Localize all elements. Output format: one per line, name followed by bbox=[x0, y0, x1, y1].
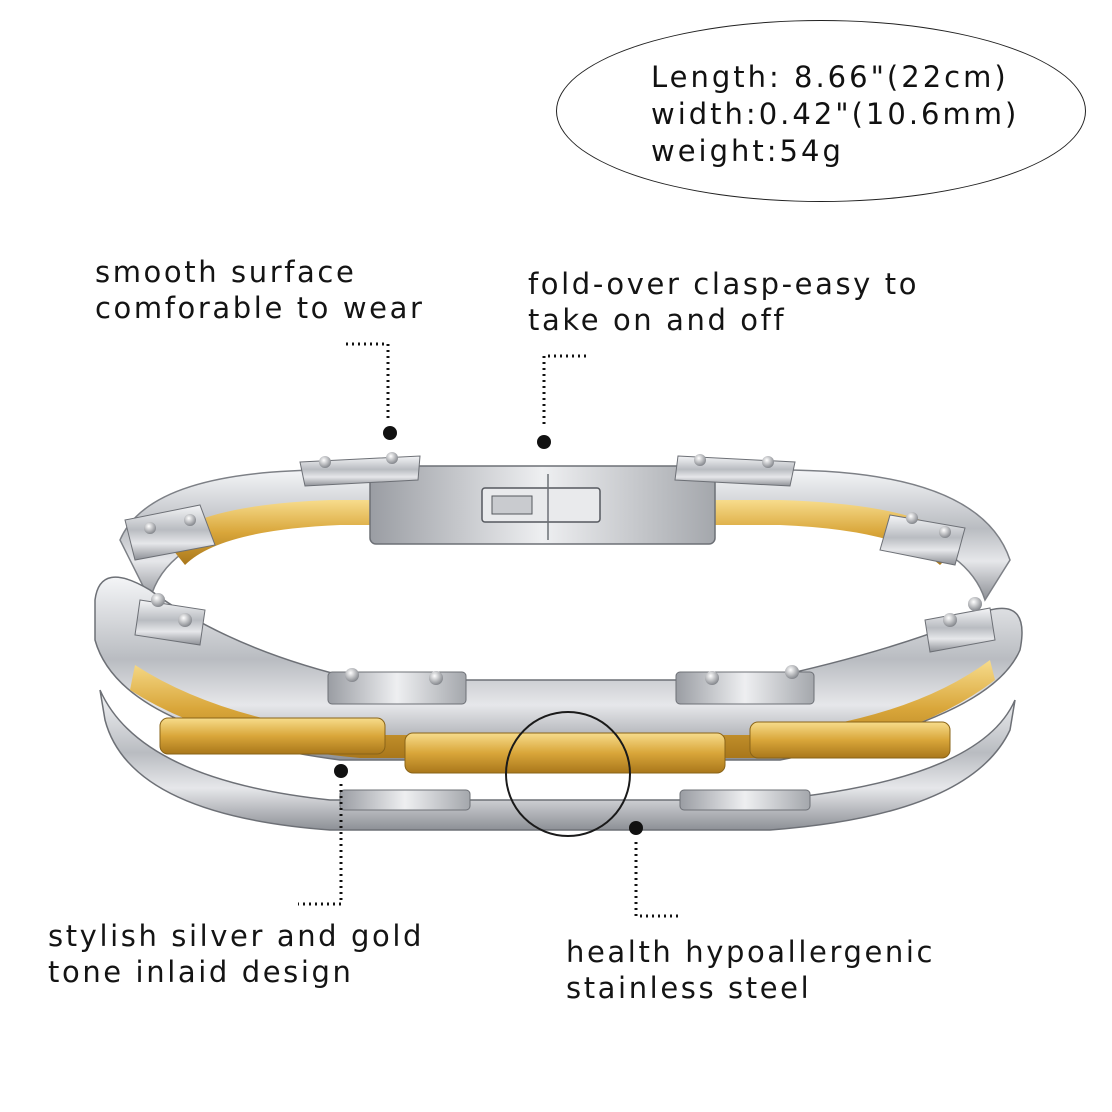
callout-surface-line1: smooth surface bbox=[95, 255, 357, 289]
callout-leaders bbox=[298, 342, 680, 918]
spec-width: width:0.42"(10.6mm) bbox=[651, 97, 1020, 131]
bracelet-back-links bbox=[124, 452, 966, 566]
spec-weight: weight:54g bbox=[651, 134, 844, 168]
bracelet-front-links bbox=[134, 593, 996, 811]
spec-ellipse: Length: 8.66"(22cm) width:0.42"(10.6mm) … bbox=[556, 20, 1086, 202]
bracelet-back-band bbox=[119, 465, 1011, 603]
callout-surface-line2: comforable to wear bbox=[95, 291, 425, 325]
callout-clasp-line1: fold-over clasp-easy to bbox=[528, 267, 920, 301]
spec-length: Length: 8.66"(22cm) bbox=[651, 60, 1009, 94]
callout-clasp-line2: take on and off bbox=[528, 303, 787, 337]
callout-design-line1: stylish silver and gold bbox=[48, 919, 425, 953]
callout-steel-line1: health hypoallergenic bbox=[566, 935, 936, 969]
bracelet-front-band bbox=[94, 576, 1023, 831]
callout-design-line2: tone inlaid design bbox=[48, 955, 354, 989]
callout-steel-line2: stainless steel bbox=[566, 971, 812, 1005]
magnifier-circle bbox=[505, 711, 631, 837]
